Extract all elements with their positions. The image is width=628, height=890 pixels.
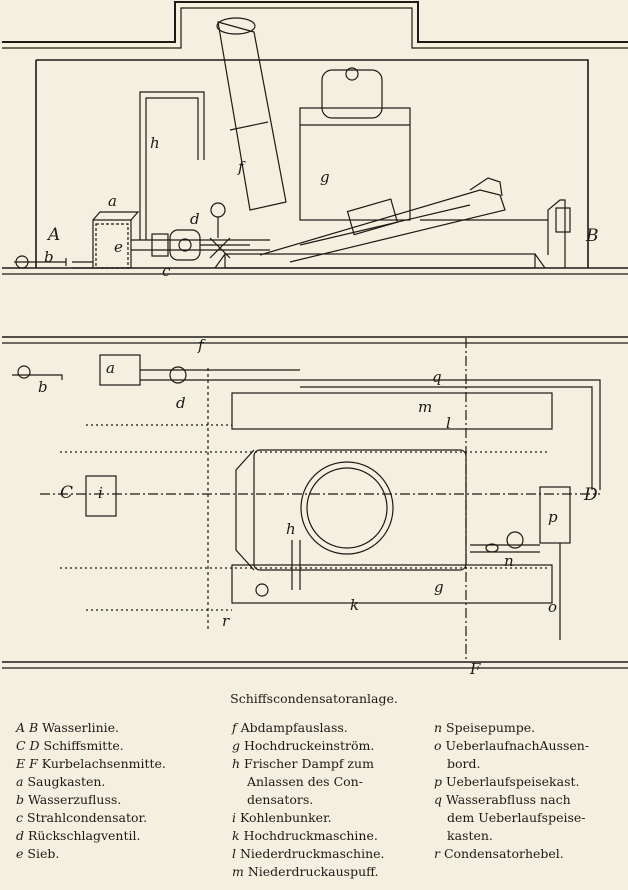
label-e-side: e: [114, 238, 123, 256]
legend-item-o: o UeberlaufnachAussen-: [434, 738, 590, 753]
legend-item-o-cont-1: bord.: [447, 756, 481, 771]
label-l-plan: l: [446, 414, 451, 432]
label-h-side: h: [150, 134, 160, 152]
label-a-plan: a: [106, 359, 115, 377]
label-b-plan: b: [38, 378, 48, 396]
label-g-side: g: [320, 168, 330, 186]
label-f-side: f: [237, 158, 246, 176]
legend-item-AB: A B Wasserlinie.: [16, 720, 120, 735]
label-f-plan: f: [197, 336, 206, 354]
legend-item-f: f Abdampfauslass.: [232, 720, 348, 735]
legend-item-r: r Condensatorhebel.: [434, 846, 564, 861]
label-D: D: [583, 485, 598, 505]
label-A: A: [46, 225, 60, 245]
legend-item-m: m Niederdruckauspuff.: [232, 864, 379, 879]
legend-item-b: b Wasserzufluss.: [16, 792, 122, 807]
label-b-side: b: [44, 248, 54, 266]
label-a-side: a: [108, 192, 117, 210]
legend-item-CD: C D Schiffsmitte.: [16, 738, 124, 753]
label-g-plan: g: [434, 578, 444, 596]
label-F: F: [469, 660, 481, 678]
plan-view: [2, 336, 628, 669]
label-d-side: d: [190, 210, 200, 228]
legend-item-q: q Wasserabfluss nach: [434, 792, 571, 807]
legend-item-n: n Speisepumpe.: [434, 720, 536, 735]
legend-item-q-cont-2: kasten.: [447, 828, 493, 843]
label-q-plan: q: [432, 368, 442, 386]
label-c-side: c: [162, 262, 171, 280]
label-n-plan: n: [504, 552, 514, 570]
label-B: B: [585, 226, 599, 246]
legend-item-k: k Hochdruckmaschine.: [232, 828, 378, 843]
label-d-plan: d: [176, 394, 186, 412]
label-i-plan: i: [98, 484, 103, 502]
legend-item-EF: E F Kurbelachsenmitte.: [16, 756, 166, 771]
figure-caption: Schiffscondensatoranlage.: [230, 691, 398, 706]
legend-item-a: a Saugkasten.: [16, 774, 106, 789]
legend-item-d: d Rückschlagventil.: [16, 828, 141, 843]
legend-item-h: h Frischer Dampf zum: [232, 756, 374, 771]
condenser-drawing: h a g f d c e b A B f a d b q m l C i D …: [2, 1, 628, 678]
legend-item-h-cont-2: densators.: [247, 792, 314, 807]
side-elevation: [2, 1, 628, 275]
label-h-plan: h: [286, 520, 296, 538]
label-k-plan: k: [350, 596, 359, 614]
label-r-plan: r: [222, 612, 230, 630]
label-o-plan: o: [548, 598, 557, 616]
label-p-plan: p: [548, 508, 558, 526]
label-m-plan: m: [418, 398, 432, 416]
legend-item-p: p Ueberlaufspeisekast.: [434, 774, 580, 789]
legend-item-e: e Sieb.: [16, 846, 60, 861]
legend-item-q-cont-1: dem Ueberlaufspeise-: [447, 810, 586, 825]
legend-item-h-cont-1: Anlassen des Con-: [247, 774, 363, 789]
label-C: C: [60, 483, 73, 503]
legend-item-l: l Niederdruckmaschine.: [232, 846, 385, 861]
legend-item-i: i Kohlenbunker.: [232, 810, 332, 825]
legend-item-g: g Hochdruckeinström.: [232, 738, 375, 753]
legend-item-c: c Strahlcondensator.: [16, 810, 148, 825]
